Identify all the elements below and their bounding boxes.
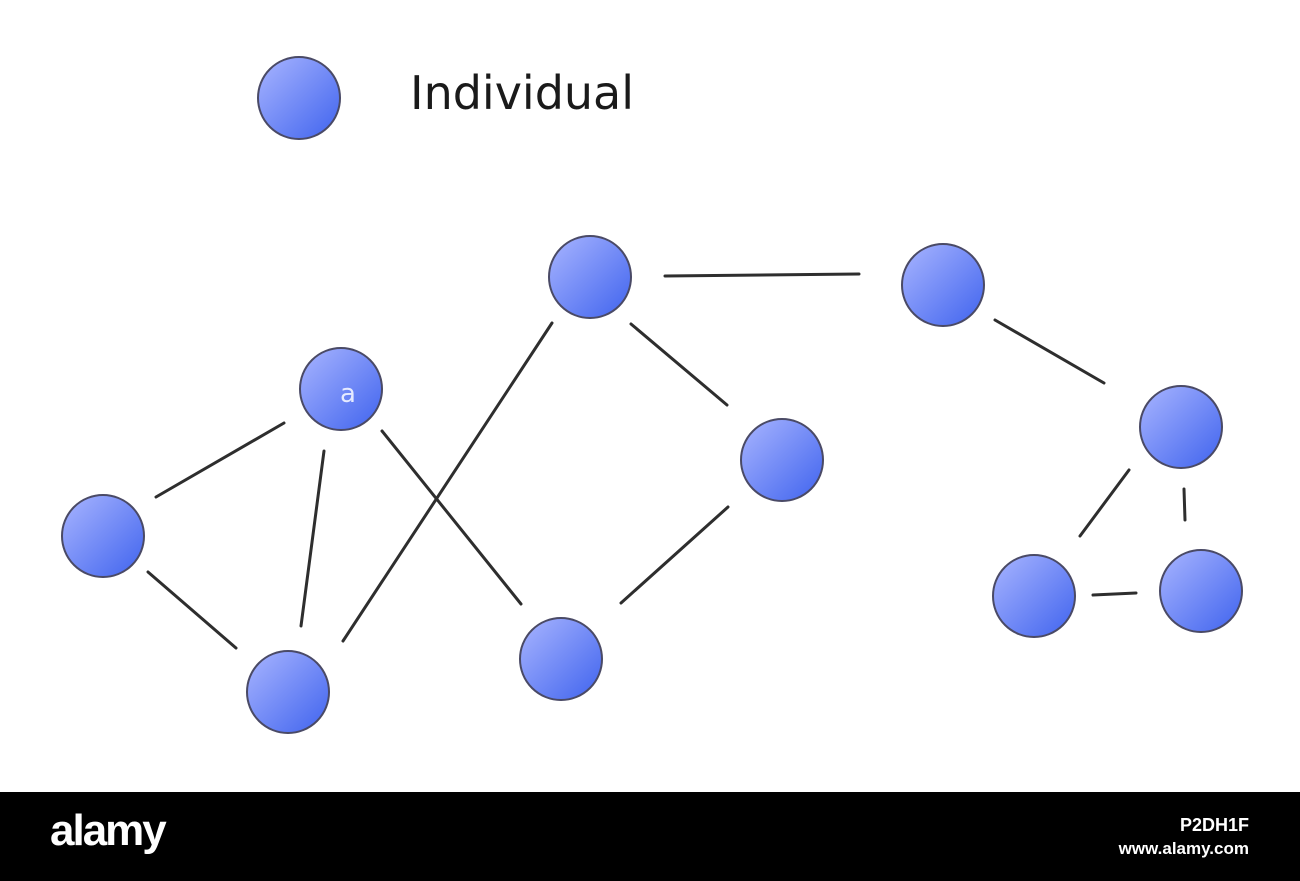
individual-node [901,243,985,327]
edge [1091,591,1138,597]
individual-node [299,347,383,431]
individual-node [61,494,145,578]
edge [629,322,729,407]
individual-node [1159,549,1243,633]
edge [663,272,861,278]
edge [619,505,730,605]
edge [993,318,1106,385]
individual-node [1139,385,1223,469]
site-url: www.alamy.com [1118,839,1249,858]
edges [146,272,1187,650]
edge [380,429,523,606]
edge [299,449,326,628]
individual-node [740,418,824,502]
edge [341,321,554,643]
legend-label: Individual [410,66,634,120]
individual-node [246,650,330,734]
edge [1182,487,1187,522]
individual-node [992,554,1076,638]
legend: Individual [257,56,634,140]
brand-logo: alamy [50,806,167,855]
edge [154,421,286,499]
edge [146,570,238,650]
edge [1078,468,1131,538]
individual-node [519,617,603,701]
network-diagram: Individual [61,56,1243,734]
node-label: a [340,379,356,409]
nodes [61,235,1243,734]
image-id: P2DH1F [1179,815,1249,835]
watermark-bar: alamy P2DH1F www.alamy.com [0,792,1300,881]
individual-node [548,235,632,319]
legend-node-swatch [257,56,341,140]
